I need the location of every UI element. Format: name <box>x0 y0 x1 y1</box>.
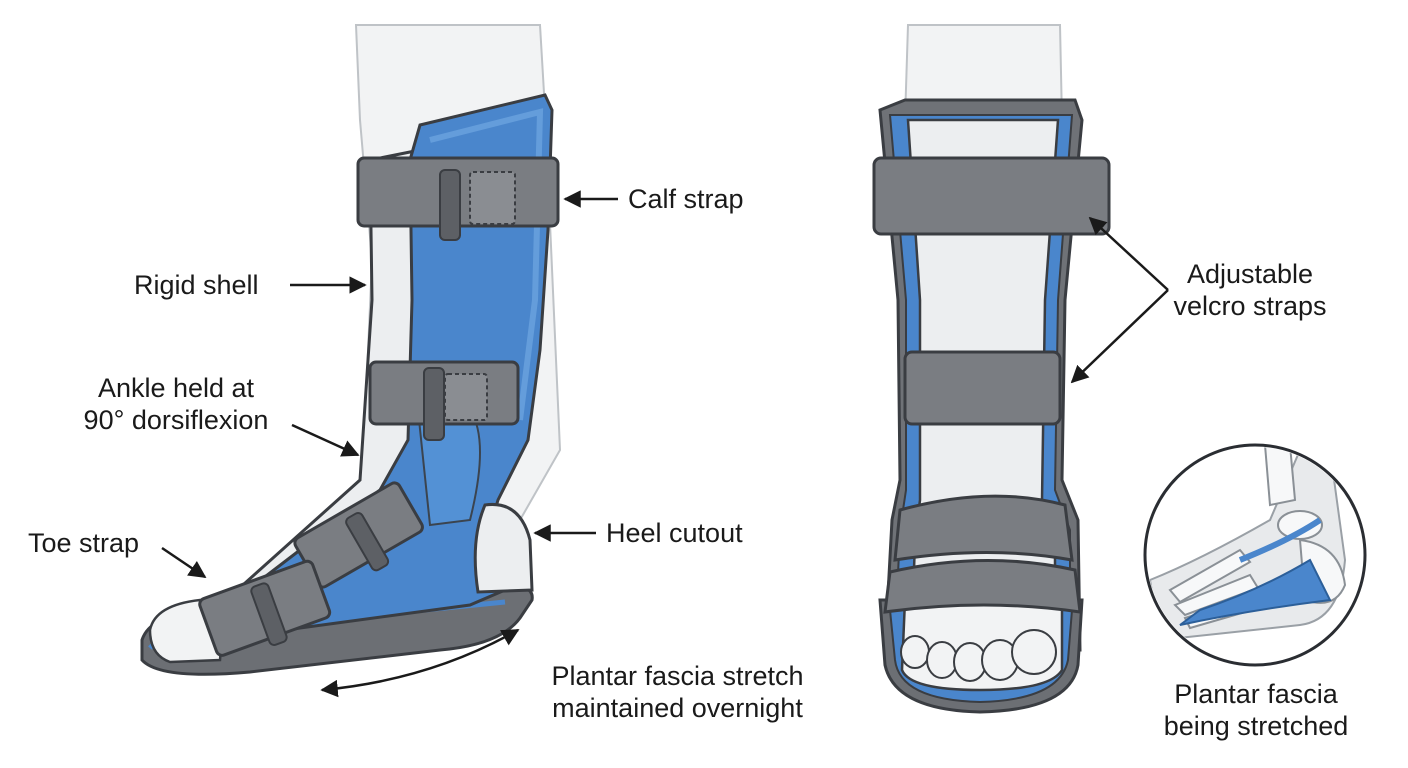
fascia-stretched-label: Plantar fascia being stretched <box>1140 678 1372 742</box>
annotation-arrows <box>161 190 1169 698</box>
ankle-held-line-1: Ankle held at <box>97 373 255 403</box>
ankle-held-label: Ankle held at 90° dorsiflexion <box>66 372 286 436</box>
ankle-strap-front <box>903 350 1062 426</box>
toes-front <box>900 629 1057 682</box>
toe-strap-front <box>883 559 1082 614</box>
adjustable-straps-line-1: Adjustable <box>1186 259 1314 289</box>
plantar-stretch-label: Plantar fascia stretch maintained overni… <box>530 660 825 724</box>
heel-cutout-side <box>473 502 534 594</box>
plantar-stretch-line-2: maintained overnight <box>552 693 803 723</box>
adjustable-straps-line-2: velcro straps <box>1173 291 1327 321</box>
calf-strap-label: Calf strap <box>628 184 744 214</box>
plantar-stretch-line-1: Plantar fascia stretch <box>551 661 804 691</box>
rigid-shell-label: Rigid shell <box>134 270 259 300</box>
front-view-splint <box>872 24 1111 714</box>
fascia-stretched-line-1: Plantar fascia <box>1174 679 1338 709</box>
calf-strap-front <box>872 156 1111 236</box>
toe-strap-side <box>198 559 332 657</box>
fascia-stretched-line-2: being stretched <box>1163 711 1349 741</box>
plantar-fascia-inset <box>1143 443 1367 667</box>
ankle-strap-side <box>368 360 520 441</box>
calf-strap-side <box>356 156 560 241</box>
plantar-fascia <box>1179 558 1332 626</box>
forefoot-strap-side <box>293 481 424 589</box>
toe-strap-label: Toe strap <box>28 528 140 558</box>
adjustable-straps-label: Adjustable velcro straps <box>1160 258 1340 322</box>
side-view-splint <box>140 24 562 676</box>
ankle-held-line-2: 90° dorsiflexion <box>83 405 269 435</box>
forefoot-strap-front <box>893 494 1074 562</box>
heel-cutout-label: Heel cutout <box>606 518 743 548</box>
